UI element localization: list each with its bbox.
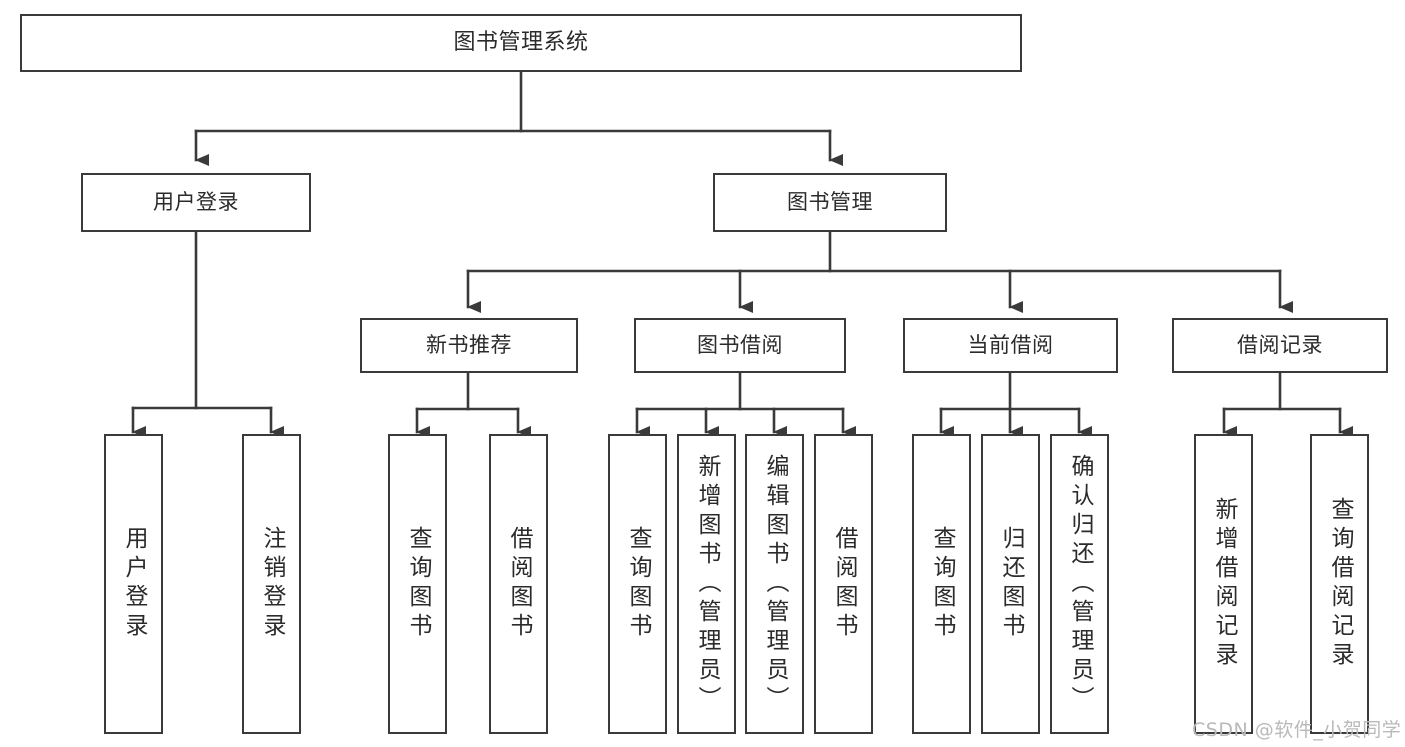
- leaf-borrow-book-2[interactable]: 借阅图书: [814, 434, 873, 734]
- node-book-manage[interactable]: 图书管理: [713, 173, 947, 232]
- node-new-book-rec[interactable]: 新书推荐: [360, 318, 578, 373]
- leaf-borrow-book-1-label: 借阅图书: [506, 526, 532, 642]
- node-borrow-record-label: 借阅记录: [1237, 333, 1323, 358]
- leaf-query-book-1[interactable]: 查询图书: [388, 434, 447, 734]
- leaf-borrow-book-2-label: 借阅图书: [831, 526, 857, 642]
- leaf-borrow-book-1[interactable]: 借阅图书: [489, 434, 548, 734]
- node-book-borrow[interactable]: 图书借阅: [634, 318, 846, 373]
- leaf-return-book-label: 归还图书: [998, 526, 1024, 642]
- leaf-user-logout-label: 注销登录: [259, 526, 285, 642]
- leaf-add-record[interactable]: 新增借阅记录: [1194, 434, 1253, 734]
- csdn-watermark: CSDN @软件_小贺同学: [1192, 719, 1402, 741]
- node-current-borrow-label: 当前借阅: [967, 333, 1054, 358]
- leaf-add-record-label: 新增借阅记录: [1211, 497, 1237, 671]
- leaf-return-book[interactable]: 归还图书: [981, 434, 1040, 734]
- leaf-query-book-1-label: 查询图书: [405, 526, 431, 642]
- leaf-add-book-label: 新增图书（管理员）: [694, 453, 720, 715]
- leaf-query-book-2-label: 查询图书: [625, 526, 651, 642]
- node-book-borrow-label: 图书借阅: [697, 333, 783, 358]
- leaf-query-book-2[interactable]: 查询图书: [608, 434, 667, 734]
- node-new-book-rec-label: 新书推荐: [426, 333, 512, 358]
- leaf-query-record-label: 查询借阅记录: [1327, 497, 1353, 671]
- leaf-user-logout[interactable]: 注销登录: [242, 434, 301, 734]
- leaf-user-login[interactable]: 用户登录: [104, 434, 163, 734]
- leaf-query-book-3-label: 查询图书: [929, 526, 955, 642]
- leaf-user-login-label: 用户登录: [121, 526, 147, 642]
- leaf-edit-book[interactable]: 编辑图书（管理员）: [745, 434, 804, 734]
- node-user-login-label: 用户登录: [153, 190, 239, 215]
- node-borrow-record[interactable]: 借阅记录: [1172, 318, 1388, 373]
- node-current-borrow[interactable]: 当前借阅: [903, 318, 1118, 373]
- node-root-label: 图书管理系统: [453, 30, 589, 56]
- leaf-confirm-return-label: 确认归还（管理员）: [1067, 453, 1093, 715]
- node-root[interactable]: 图书管理系统: [20, 14, 1022, 72]
- node-book-manage-label: 图书管理: [787, 190, 873, 215]
- leaf-edit-book-label: 编辑图书（管理员）: [762, 453, 788, 715]
- leaf-confirm-return[interactable]: 确认归还（管理员）: [1050, 434, 1109, 734]
- leaf-add-book[interactable]: 新增图书（管理员）: [677, 434, 736, 734]
- leaf-query-book-3[interactable]: 查询图书: [912, 434, 971, 734]
- leaf-query-record[interactable]: 查询借阅记录: [1310, 434, 1369, 734]
- node-user-login[interactable]: 用户登录: [81, 173, 311, 232]
